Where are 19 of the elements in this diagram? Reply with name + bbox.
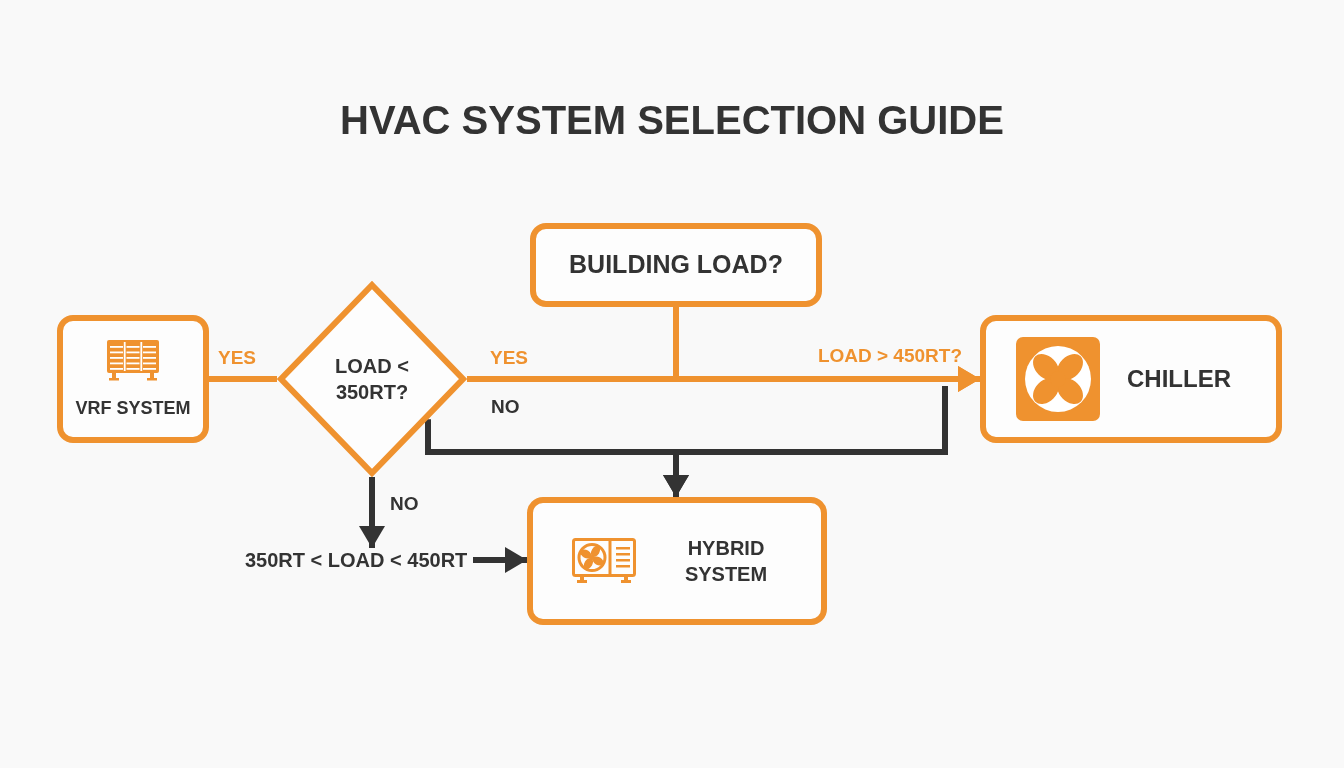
diagram-title: HVAC SYSTEM SELECTION GUIDE: [340, 97, 1004, 144]
connector-line: [209, 376, 277, 382]
edge-label: LOAD > 450RT?: [817, 344, 962, 368]
node-label: VRF SYSTEM: [75, 397, 191, 419]
decision-diamond: [277, 281, 467, 477]
node-label: HYBRID SYSTEM: [683, 536, 769, 587]
node-label: CHILLER: [1127, 364, 1231, 394]
edge-label: NO: [390, 492, 419, 516]
result-box: [527, 497, 827, 625]
edge-label: NO: [491, 395, 520, 419]
edge-label: YES: [218, 346, 257, 370]
result-box: [57, 315, 209, 443]
question-box: BUILDING LOAD?: [530, 223, 822, 307]
arrow: [473, 547, 527, 573]
edge-label: YES: [490, 346, 529, 370]
result-box: [980, 315, 1282, 443]
arrow: [359, 477, 385, 548]
decision-text: LOAD < 350RT?: [334, 354, 410, 405]
condition-text: 350RT < LOAD < 450RT: [245, 548, 473, 572]
